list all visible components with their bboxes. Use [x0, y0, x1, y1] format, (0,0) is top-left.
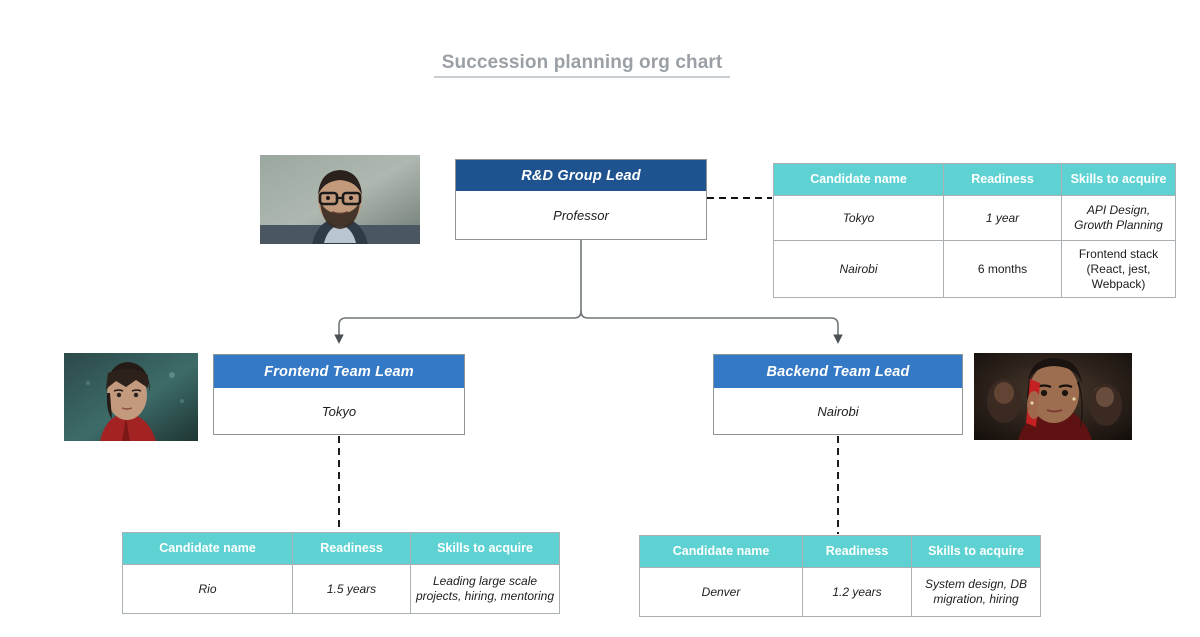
column-header-candidate-name: Candidate name: [122, 532, 293, 565]
connector-root-to-backend: [580, 310, 843, 344]
node-role-label: Frontend Team Leam: [214, 355, 464, 388]
cell-skills: Frontend stack (React, jest, Webpack): [1061, 240, 1176, 298]
column-header-skills: Skills to acquire: [911, 535, 1041, 568]
connector-root-to-frontend: [334, 310, 582, 344]
title-underline: [434, 76, 730, 78]
candidates-table-rd-group-lead: Candidate name Readiness Skills to acqui…: [773, 163, 1176, 298]
column-header-readiness: Readiness: [292, 532, 411, 565]
cell-skills: API Design, Growth Planning: [1061, 195, 1176, 241]
table-row[interactable]: Tokyo 1 year API Design, Growth Planning: [773, 195, 1176, 241]
column-header-candidate-name: Candidate name: [639, 535, 803, 568]
column-header-skills: Skills to acquire: [1061, 163, 1176, 196]
nairobi-photo: [974, 353, 1132, 440]
node-frontend-team-lead[interactable]: Frontend Team Leam Tokyo: [213, 354, 465, 435]
cell-skills: System design, DB migration, hiring: [911, 567, 1041, 617]
table-row[interactable]: Rio 1.5 years Leading large scale projec…: [122, 564, 560, 614]
table-header-row: Candidate name Readiness Skills to acqui…: [639, 535, 1041, 568]
node-backend-team-lead[interactable]: Backend Team Lead Nairobi: [713, 354, 963, 435]
column-header-readiness: Readiness: [943, 163, 1062, 196]
cell-readiness: 6 months: [943, 240, 1062, 298]
table-row[interactable]: Denver 1.2 years System design, DB migra…: [639, 567, 1041, 617]
candidates-table-frontend-team-lead: Candidate name Readiness Skills to acqui…: [122, 532, 560, 614]
node-person-label: Tokyo: [321, 403, 357, 419]
cell-readiness: 1.2 years: [802, 567, 912, 617]
cell-candidate-name: Nairobi: [773, 240, 944, 298]
node-person-label: Nairobi: [817, 403, 859, 419]
column-header-skills: Skills to acquire: [410, 532, 560, 565]
tokyo-photo: [64, 353, 198, 441]
cell-readiness: 1 year: [943, 195, 1062, 241]
cell-candidate-name: Tokyo: [773, 195, 944, 241]
node-person-label: Professor: [553, 207, 609, 223]
column-header-candidate-name: Candidate name: [773, 163, 944, 196]
table-header-row: Candidate name Readiness Skills to acqui…: [773, 163, 1176, 196]
node-role-label: R&D Group Lead: [456, 160, 706, 191]
professor-photo: [260, 155, 420, 244]
node-rd-group-lead[interactable]: R&D Group Lead Professor: [455, 159, 707, 240]
table-row[interactable]: Nairobi 6 months Frontend stack (React, …: [773, 240, 1176, 298]
cell-readiness: 1.5 years: [292, 564, 411, 614]
cell-candidate-name: Denver: [639, 567, 803, 617]
table-header-row: Candidate name Readiness Skills to acqui…: [122, 532, 560, 565]
page-title: Succession planning org chart: [441, 52, 723, 73]
cell-candidate-name: Rio: [122, 564, 293, 614]
column-header-readiness: Readiness: [802, 535, 912, 568]
cell-skills: Leading large scale projects, hiring, me…: [410, 564, 560, 614]
candidates-table-backend-team-lead: Candidate name Readiness Skills to acqui…: [639, 535, 1041, 617]
node-role-label: Backend Team Lead: [714, 355, 962, 388]
